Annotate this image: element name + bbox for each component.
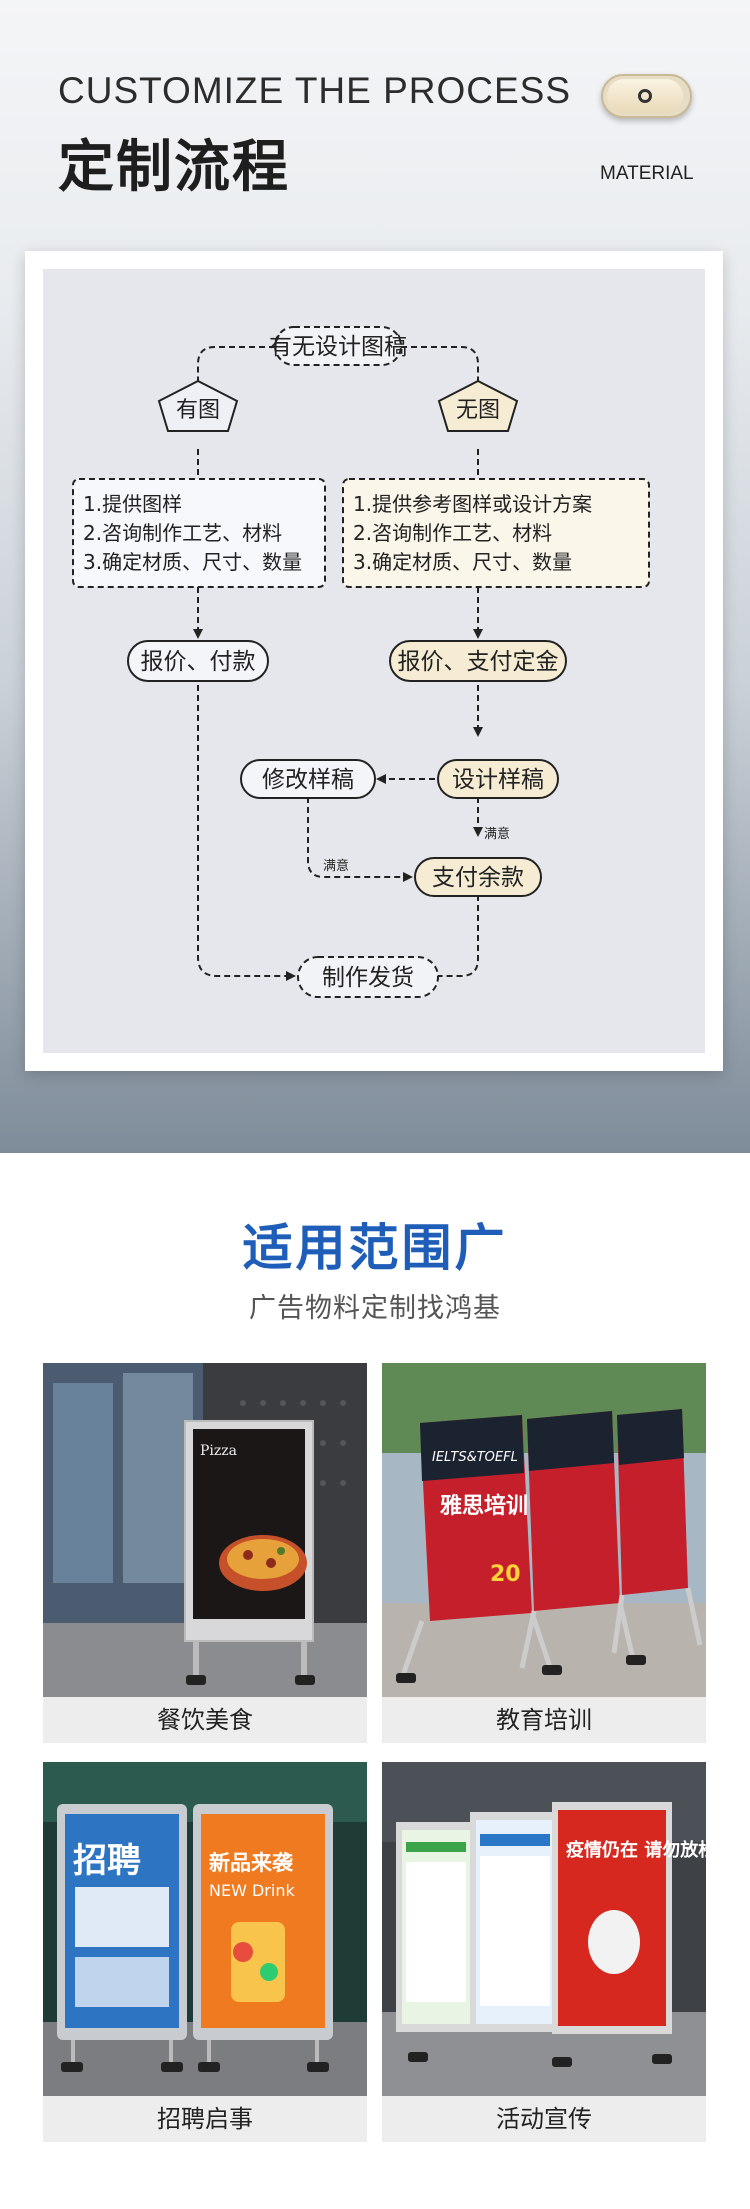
- scope-tile-education[interactable]: IELTS&TOEFL 雅思培训 20 教育培训: [382, 1363, 706, 1743]
- scope-subtitle: 广告物料定制找鸿基: [249, 1293, 501, 1324]
- flow-steps-no: 1.提供参考图样或设计方案 2.咨询制作工艺、材料 3.确定材质、尺寸、数量: [342, 478, 650, 588]
- flowchart-panel: 有无设计图稿 有图 无图 1.提供图样 2.咨询制作工艺、材料 3.确定材质、尺…: [43, 269, 705, 1053]
- recruitment-poster-title: 招聘: [73, 1841, 141, 1881]
- start-label: 有无设计图稿: [269, 334, 407, 360]
- flow-node-no: 无图: [437, 379, 519, 432]
- flow-node-yes: 有图: [157, 379, 239, 432]
- scope-title: 适用范围广: [242, 1219, 508, 1277]
- flow-steps-yes: 1.提供图样 2.咨询制作工艺、材料 3.确定材质、尺寸、数量: [72, 478, 326, 588]
- material-toggle[interactable]: [601, 74, 692, 118]
- yes-step-3: 3.确定材质、尺寸、数量: [83, 550, 302, 574]
- recruitment-photo: 招聘 新品来袭 NEW Drink: [43, 1762, 367, 2096]
- satisfied-label-1: 满意: [484, 826, 510, 842]
- flow-node-quote-deposit: 报价、支付定金: [389, 640, 567, 682]
- design-label: 设计样稿: [452, 767, 544, 793]
- drink-poster-sub: NEW Drink: [209, 1881, 295, 1900]
- modify-label: 修改样稿: [262, 767, 354, 793]
- ship-label: 制作发货: [322, 965, 414, 991]
- section-title-cn: 定制流程: [58, 135, 290, 200]
- branch-yes-label: 有图: [176, 398, 220, 423]
- yes-step-1: 1.提供图样: [83, 492, 182, 516]
- no-step-1: 1.提供参考图样或设计方案: [353, 492, 592, 516]
- events-poster-title: 疫情仍在 请勿放松: [566, 1839, 706, 1861]
- circle-icon: [638, 89, 652, 103]
- material-label: MATERIAL: [600, 163, 694, 184]
- no-step-3: 3.确定材质、尺寸、数量: [353, 550, 572, 574]
- flow-node-ship: 制作发货: [297, 956, 439, 998]
- branch-no-label: 无图: [456, 398, 500, 423]
- flow-node-design: 设计样稿: [437, 759, 559, 799]
- dining-photo: Pizza: [43, 1363, 367, 1697]
- events-caption: 活动宣传: [382, 2096, 706, 2142]
- flow-node-modify: 修改样稿: [240, 759, 376, 799]
- flow-node-balance: 支付余款: [414, 857, 542, 897]
- process-section: CUSTOMIZE THE PROCESS 定制流程 MATERIAL: [0, 0, 750, 1153]
- quote-pay-label: 报价、付款: [141, 649, 256, 675]
- no-step-2: 2.咨询制作工艺、材料: [353, 521, 552, 545]
- scope-tile-dining[interactable]: Pizza 餐饮美食: [43, 1363, 367, 1743]
- yes-step-2: 2.咨询制作工艺、材料: [83, 521, 282, 545]
- education-poster-brand: IELTS&TOEFL: [432, 1450, 518, 1465]
- education-poster-price: 20: [490, 1562, 521, 1587]
- education-photo: IELTS&TOEFL 雅思培训 20: [382, 1363, 706, 1697]
- flowchart: 有无设计图稿 有图 无图 1.提供图样 2.咨询制作工艺、材料 3.确定材质、尺…: [72, 326, 650, 998]
- section-title-en: CUSTOMIZE THE PROCESS: [58, 70, 572, 111]
- recruitment-caption: 招聘启事: [43, 2096, 367, 2142]
- events-photo: 疫情仍在 请勿放松: [382, 1762, 706, 2096]
- satisfied-label-2: 满意: [323, 858, 349, 874]
- flow-connectors: [193, 346, 483, 981]
- scope-tile-events[interactable]: 疫情仍在 请勿放松 活动宣传: [382, 1762, 706, 2142]
- education-poster-title: 雅思培训: [440, 1493, 528, 1519]
- education-caption: 教育培训: [382, 1697, 706, 1743]
- scope-tile-recruitment[interactable]: 招聘 新品来袭 NEW Drink 招聘启事: [43, 1762, 367, 2142]
- quote-deposit-label: 报价、支付定金: [398, 649, 559, 675]
- drink-poster-title: 新品来袭: [209, 1851, 294, 1875]
- toggle-knob[interactable]: [607, 79, 683, 113]
- balance-label: 支付余款: [432, 865, 524, 891]
- flow-node-quote-pay: 报价、付款: [127, 640, 269, 682]
- flow-node-start: 有无设计图稿: [269, 326, 407, 366]
- flowchart-card: 有无设计图稿 有图 无图 1.提供图样 2.咨询制作工艺、材料 3.确定材质、尺…: [25, 251, 723, 1071]
- pizza-poster-title: Pizza: [200, 1443, 237, 1459]
- dining-caption: 餐饮美食: [43, 1697, 367, 1743]
